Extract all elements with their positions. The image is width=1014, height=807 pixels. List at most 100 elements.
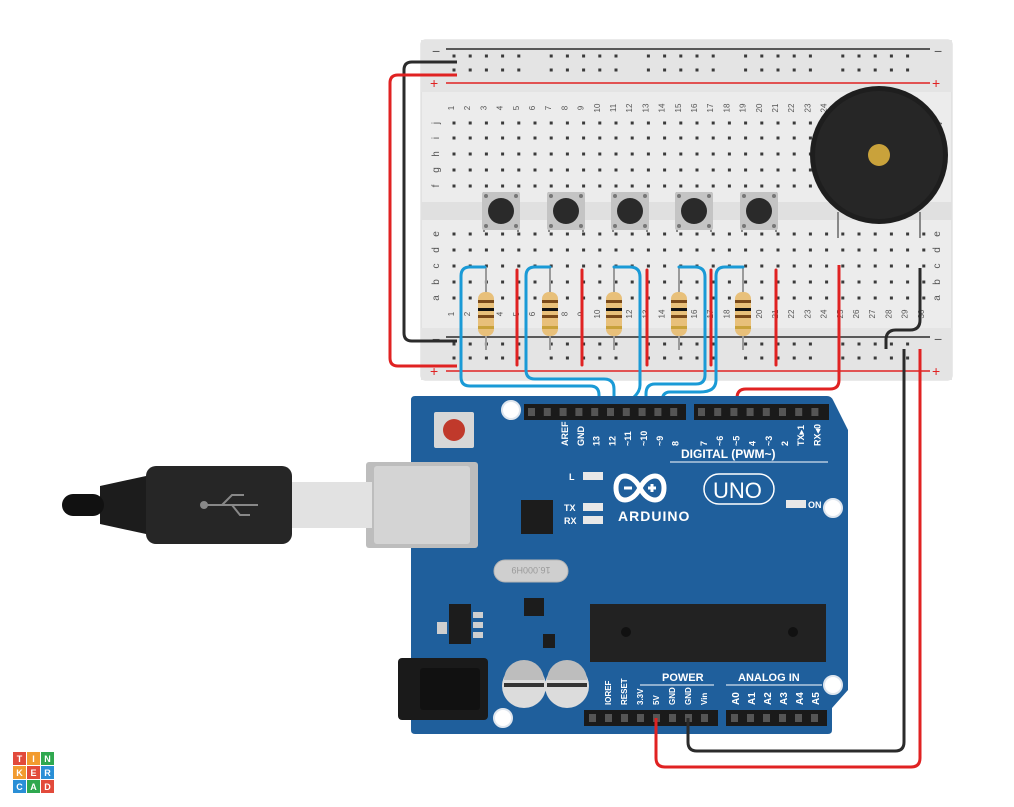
digital-pin[interactable] (779, 408, 786, 416)
push-button[interactable] (740, 192, 778, 232)
crystal: 16.000H9 (493, 559, 569, 583)
digital-pin[interactable] (730, 408, 738, 416)
digital-pin[interactable] (575, 408, 583, 416)
digital-pin[interactable] (714, 408, 722, 416)
power-pin[interactable] (637, 714, 644, 722)
digital-pin[interactable] (543, 408, 551, 416)
rail-hole (549, 356, 553, 360)
breadboard-hole (873, 296, 877, 300)
column-label: 6 (528, 105, 537, 110)
resistor[interactable] (542, 268, 558, 350)
resistor[interactable] (478, 268, 494, 350)
digital-pin[interactable] (811, 408, 819, 416)
breadboard-hole (598, 232, 602, 236)
power-pin[interactable] (701, 714, 708, 722)
digital-pin[interactable] (698, 408, 705, 416)
breadboard-hole (711, 152, 715, 156)
power-pin[interactable] (605, 714, 612, 722)
breadboard-hole (468, 232, 472, 236)
row-label: a (431, 295, 442, 301)
digital-pin[interactable] (654, 408, 662, 416)
power-pin[interactable] (589, 714, 596, 722)
power-jack (398, 658, 488, 720)
breadboard-hole (598, 184, 602, 188)
push-button[interactable] (482, 192, 520, 232)
rail-hole (582, 356, 586, 360)
analog-pin[interactable] (763, 714, 770, 722)
breadboard-hole (452, 168, 456, 172)
rail-hole (857, 54, 861, 58)
rail-hole (614, 356, 618, 360)
row-label: g (431, 167, 442, 173)
analog-pin[interactable] (731, 714, 738, 722)
breadboard-hole (501, 248, 505, 252)
breadboard-hole (533, 152, 537, 156)
digital-pin[interactable] (528, 408, 535, 416)
column-label: 15 (674, 103, 683, 112)
resistor[interactable] (735, 268, 751, 350)
breadboard-hole (663, 152, 667, 156)
power-pin[interactable] (669, 714, 676, 722)
breadboard-hole (760, 121, 764, 125)
push-button[interactable] (675, 192, 713, 232)
rail-hole (792, 356, 796, 360)
breadboard-hole (565, 184, 569, 188)
breadboard-hole (533, 248, 537, 252)
breadboard-hole (517, 248, 521, 252)
breadboard-hole (646, 152, 650, 156)
power-pin[interactable] (621, 714, 628, 722)
rail-hole (663, 54, 667, 58)
power-label: POWER (662, 672, 704, 684)
rail-hole (906, 356, 910, 360)
analog-pin[interactable] (779, 714, 786, 722)
breadboard-hole (841, 232, 845, 236)
rail-hole (582, 342, 586, 346)
digital-pin[interactable] (622, 408, 630, 416)
column-label: 4 (496, 105, 505, 110)
breadboard-hole (549, 232, 553, 236)
resistor[interactable] (671, 268, 687, 350)
rail-hole (598, 356, 602, 360)
breadboard-hole (452, 296, 456, 300)
push-button[interactable] (611, 192, 649, 232)
analog-pin[interactable] (811, 714, 818, 722)
breadboard-hole (922, 296, 926, 300)
analog-pin[interactable] (747, 714, 754, 722)
rail-hole (565, 54, 569, 58)
breadboard-hole (679, 184, 683, 188)
reset-button[interactable] (434, 412, 474, 448)
rail-hole (679, 68, 683, 72)
breadboard-hole (906, 264, 910, 268)
digital-pin[interactable] (746, 408, 754, 416)
digital-pin[interactable] (762, 408, 770, 416)
rail-hole (501, 54, 505, 58)
breadboard-hole (517, 136, 521, 140)
breadboard-hole (857, 264, 861, 268)
column-label: 3 (479, 105, 488, 110)
digital-pin[interactable] (591, 408, 599, 416)
breadboard-hole (744, 121, 748, 125)
breadboard-hole (873, 280, 877, 284)
on-label: ON (808, 500, 822, 510)
digital-pin[interactable] (638, 408, 646, 416)
rail-hole (484, 68, 488, 72)
rail-hole (549, 54, 553, 58)
digital-pin-label: ~11 (623, 431, 633, 446)
buzzer-ground-wire (884, 268, 922, 349)
breadboard-hole (663, 168, 667, 172)
led-tx-label: TX (564, 503, 576, 513)
analog-pin[interactable] (795, 714, 802, 722)
breadboard-hole (760, 168, 764, 172)
breadboard-hole (565, 280, 569, 284)
piezo-buzzer[interactable] (810, 86, 948, 238)
digital-pin[interactable] (607, 408, 614, 416)
resistor[interactable] (606, 268, 622, 350)
rail-hole (452, 54, 456, 58)
breadboard-hole (630, 121, 634, 125)
push-button[interactable] (547, 192, 585, 232)
digital-pin[interactable] (795, 408, 803, 416)
digital-pin[interactable] (670, 408, 678, 416)
digital-pin[interactable] (559, 408, 567, 416)
breadboard-hole (776, 152, 780, 156)
